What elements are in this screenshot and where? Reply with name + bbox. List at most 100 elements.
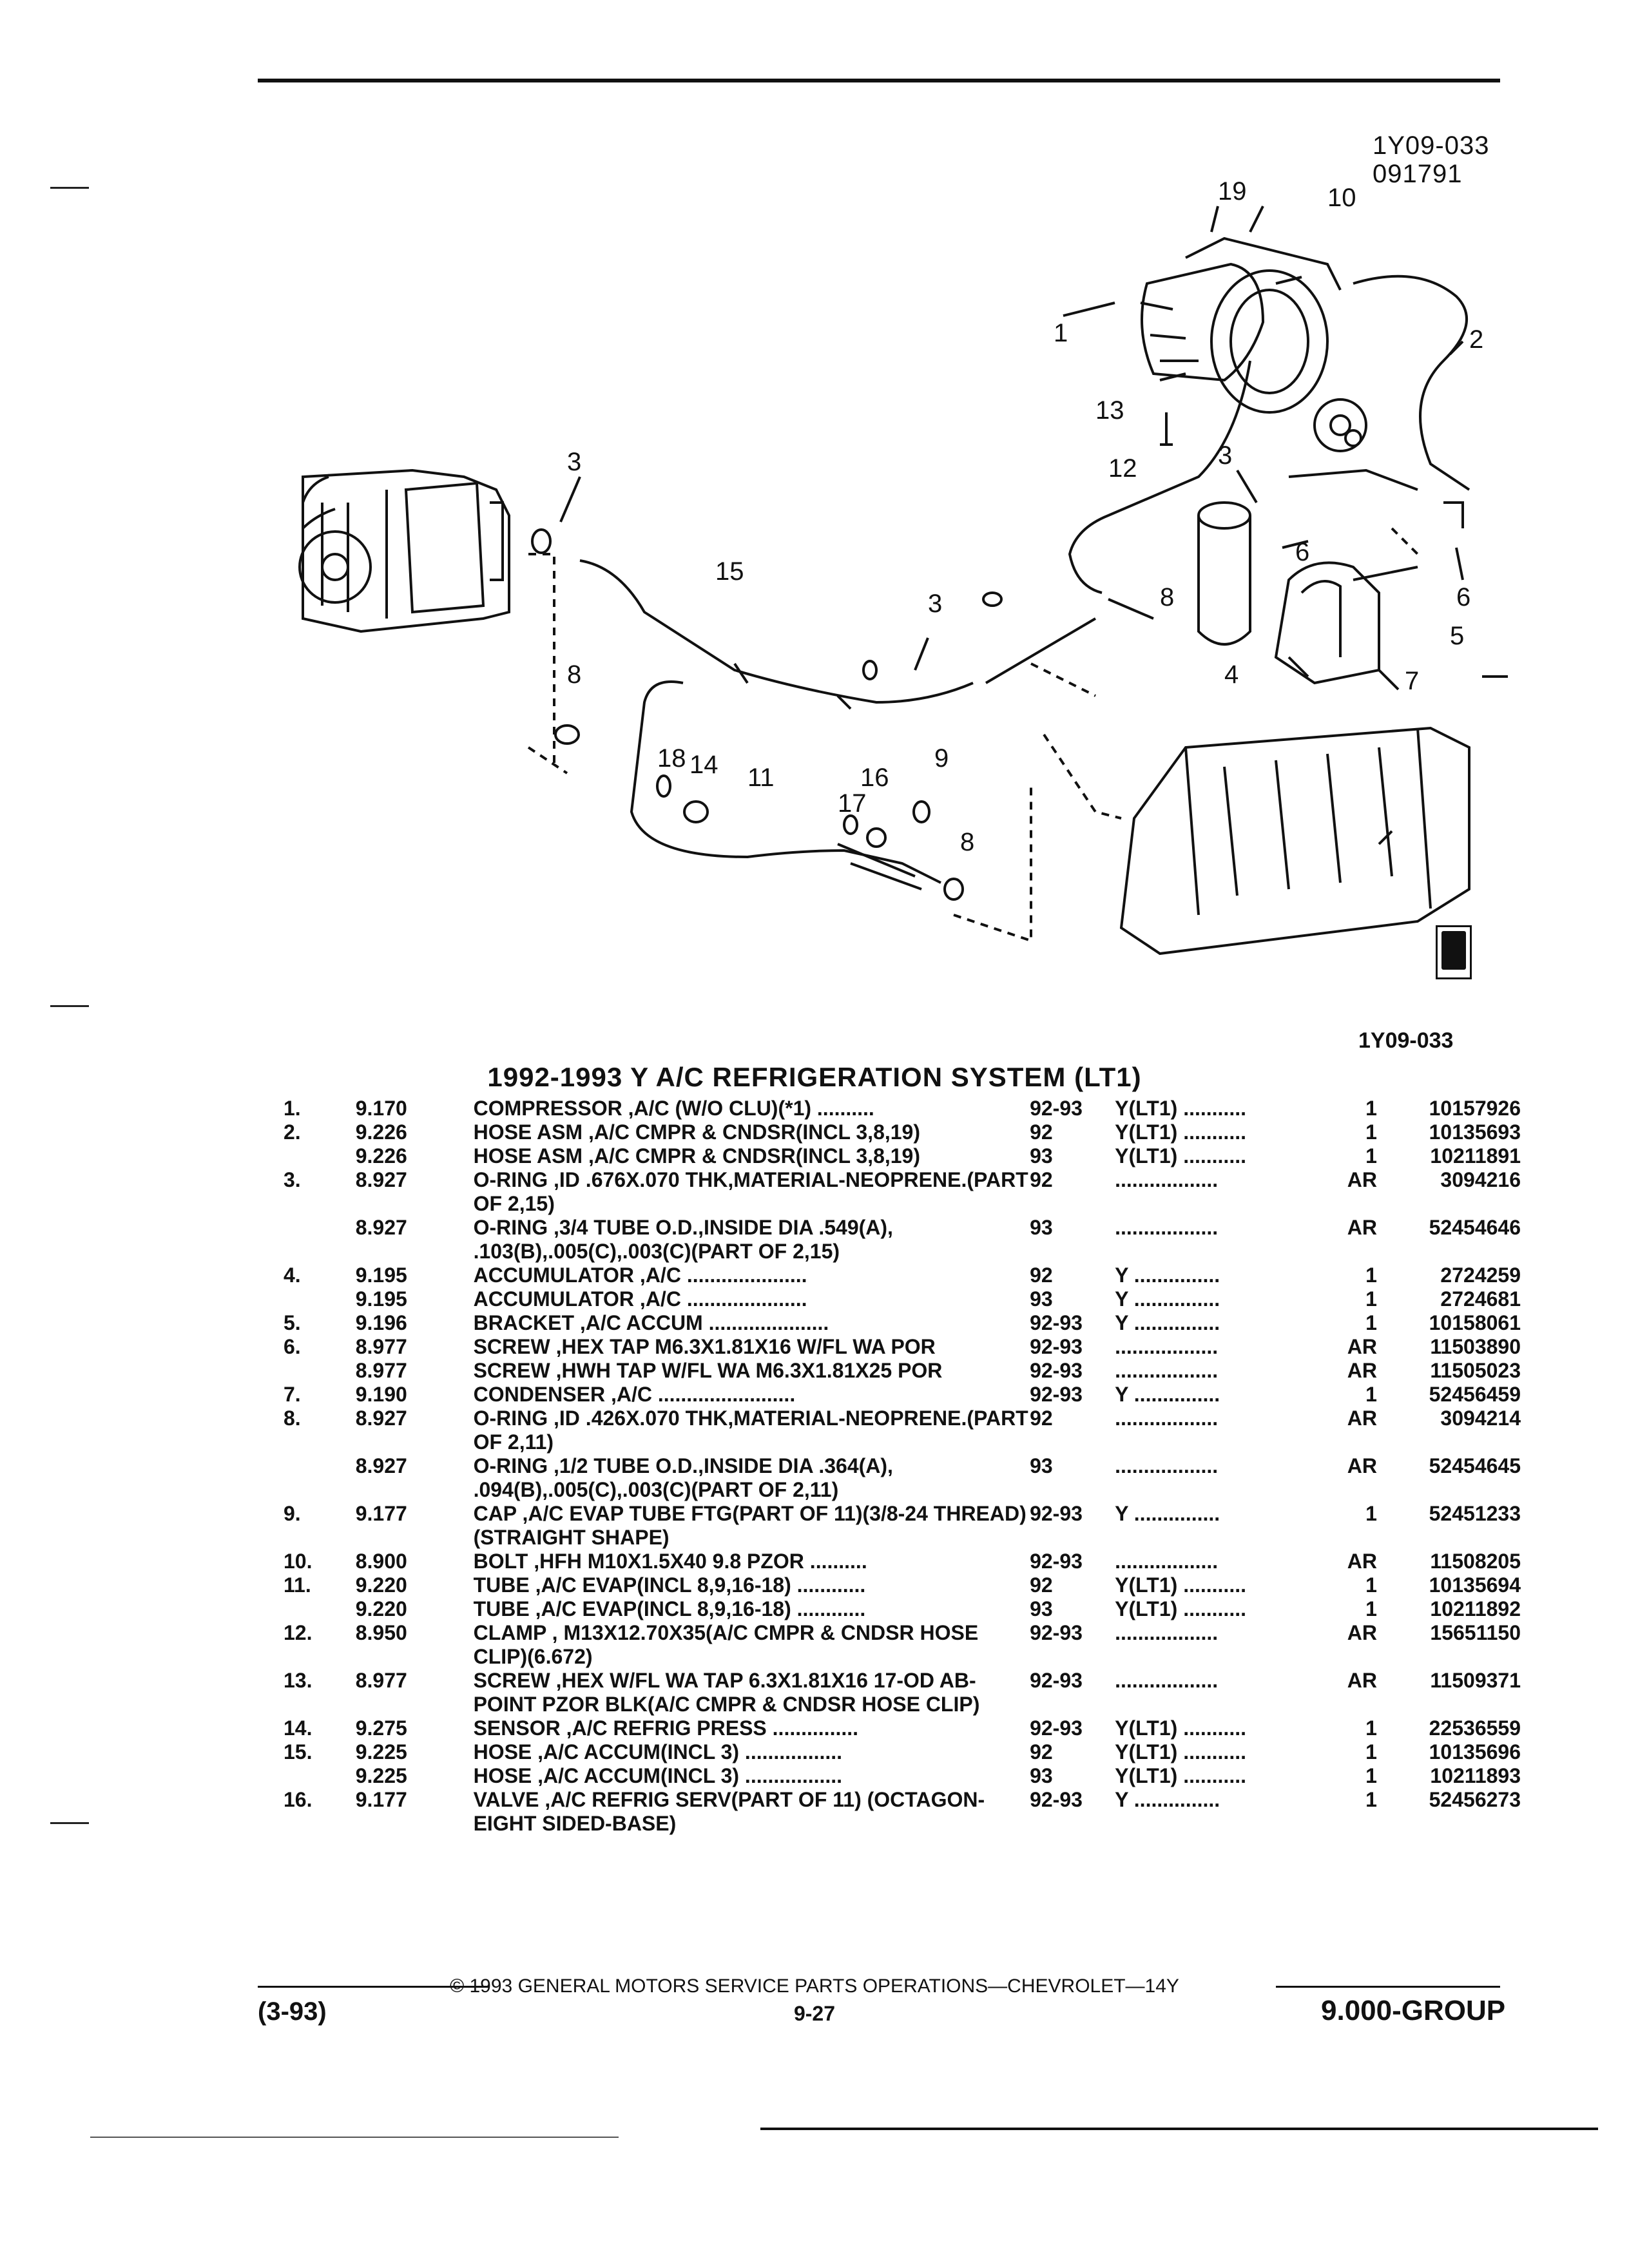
part-item: 10. [284,1550,313,1573]
bottom-scan-line [760,2128,1598,2130]
bottom-scan-line-left [90,2137,619,2138]
part-pn: 11508205 [1430,1550,1521,1573]
part-ref: 8.977 [355,1335,407,1358]
revision-date: (3-93) [258,1997,327,2026]
part-years: 93 [1030,1287,1053,1311]
part-desc: CAP ,A/C EVAP TUBE FTG(PART OF 11)(3/8-2… [473,1502,1027,1549]
part-item [284,1287,356,1311]
svg-text:17: 17 [838,789,867,818]
part-item: 5. [284,1311,301,1334]
part-desc: O-RING ,1/2 TUBE O.D.,INSIDE DIA .364(A)… [473,1454,893,1501]
part-item: 11. [284,1573,311,1597]
part-qty: 1 [1365,1311,1377,1334]
part-item: 13. [284,1669,313,1692]
part-item [284,1454,356,1502]
part-ref: 9.177 [355,1502,407,1525]
part-item [284,1764,356,1788]
part-ref: 9.226 [355,1120,407,1144]
part-desc: BRACKET ,A/C ACCUM ..................... [473,1311,829,1334]
part-years: 92 [1030,1264,1053,1287]
table-row: 9.226 HOSE ASM ,A/C CMPR & CNDSR(INCL 3,8… [284,1144,1521,1168]
figure-code-date: 091791 [1373,160,1463,188]
svg-text:2: 2 [1469,325,1483,354]
part-ref: 9.195 [355,1287,407,1311]
part-qty: 1 [1365,1287,1377,1311]
figure-code-bottom: 1Y09-033 [1358,1028,1454,1053]
part-item: 3. [284,1168,301,1191]
part-years: 92-93 [1030,1097,1083,1120]
part-model: .................. [1115,1216,1219,1239]
svg-text:15: 15 [715,557,744,586]
part-item: 16. [284,1788,313,1811]
part-ref: 8.950 [355,1621,407,1644]
footer-rule-right [1276,1986,1500,1988]
part-item: 2. [284,1120,301,1144]
part-item [284,1144,356,1168]
svg-text:8: 8 [960,828,974,856]
part-ref: 9.220 [355,1573,407,1597]
svg-text:11: 11 [747,764,775,792]
part-model: Y(LT1) ........... [1115,1097,1246,1120]
part-desc: ACCUMULATOR ,A/C ..................... [473,1264,807,1287]
part-pn: 52454645 [1429,1454,1521,1477]
table-row: 9.195 ACCUMULATOR ,A/C ..................… [284,1287,1521,1311]
part-desc: HOSE ASM ,A/C CMPR & CNDSR(INCL 3,8,19) [473,1144,920,1168]
part-qty: AR [1347,1621,1377,1644]
part-item: 12. [284,1621,313,1644]
part-ref: 8.927 [355,1168,407,1191]
part-qty: 1 [1365,1120,1377,1144]
part-model: Y ............... [1115,1264,1220,1287]
part-desc: HOSE ASM ,A/C CMPR & CNDSR(INCL 3,8,19) [473,1120,920,1144]
page-title: 1992-1993 Y A/C REFRIGERATION SYSTEM (LT… [487,1062,1142,1092]
part-qty: 1 [1365,1764,1377,1787]
part-pn: 2724259 [1440,1264,1521,1287]
part-model: Y(LT1) ........... [1115,1764,1246,1787]
part-pn: 15651150 [1430,1621,1521,1644]
part-desc: O-RING ,ID .426X.070 THK,MATERIAL-NEOPRE… [473,1407,1028,1454]
part-model: Y(LT1) ........... [1115,1716,1246,1740]
part-desc: SCREW ,HEX TAP M6.3X1.81X16 W/FL WA POR [473,1335,936,1358]
svg-text:14: 14 [689,751,718,779]
part-desc: O-RING ,ID .676X.070 THK,MATERIAL-NEOPRE… [473,1168,1028,1215]
part-years: 92 [1030,1740,1053,1763]
svg-text:4: 4 [1224,660,1239,689]
part-ref: 9.190 [355,1383,407,1406]
part-qty: 1 [1365,1097,1377,1120]
part-pn: 10211891 [1430,1144,1521,1168]
part-desc: HOSE ,A/C ACCUM(INCL 3) ................… [473,1764,843,1787]
part-model: Y(LT1) ........... [1115,1144,1246,1168]
part-qty: AR [1347,1407,1377,1430]
part-pn: 52456273 [1429,1788,1521,1811]
part-qty: AR [1347,1550,1377,1573]
part-desc: VALVE ,A/C REFRIG SERV(PART OF 11) (OCTA… [473,1788,985,1835]
part-years: 92 [1030,1573,1053,1597]
figure-code-number: 1Y09-033 [1373,131,1490,160]
part-desc: ACCUMULATOR ,A/C ..................... [473,1287,807,1311]
part-pn: 11509371 [1430,1669,1521,1692]
svg-text:13: 13 [1095,396,1124,425]
margin-mark [50,187,89,189]
part-years: 92-93 [1030,1502,1083,1525]
part-ref: 9.226 [355,1144,407,1168]
part-model: .................. [1115,1407,1219,1430]
part-pn: 11503890 [1430,1335,1521,1358]
part-qty: AR [1347,1454,1377,1477]
part-ref: 9.225 [355,1740,407,1763]
part-years: 92-93 [1030,1550,1083,1573]
part-item: 6. [284,1335,301,1358]
part-qty: AR [1347,1168,1377,1191]
part-pn: 10135696 [1429,1740,1521,1763]
part-desc: COMPRESSOR ,A/C (W/O CLU)(*1) .......... [473,1097,874,1120]
part-pn: 2724681 [1440,1287,1521,1311]
